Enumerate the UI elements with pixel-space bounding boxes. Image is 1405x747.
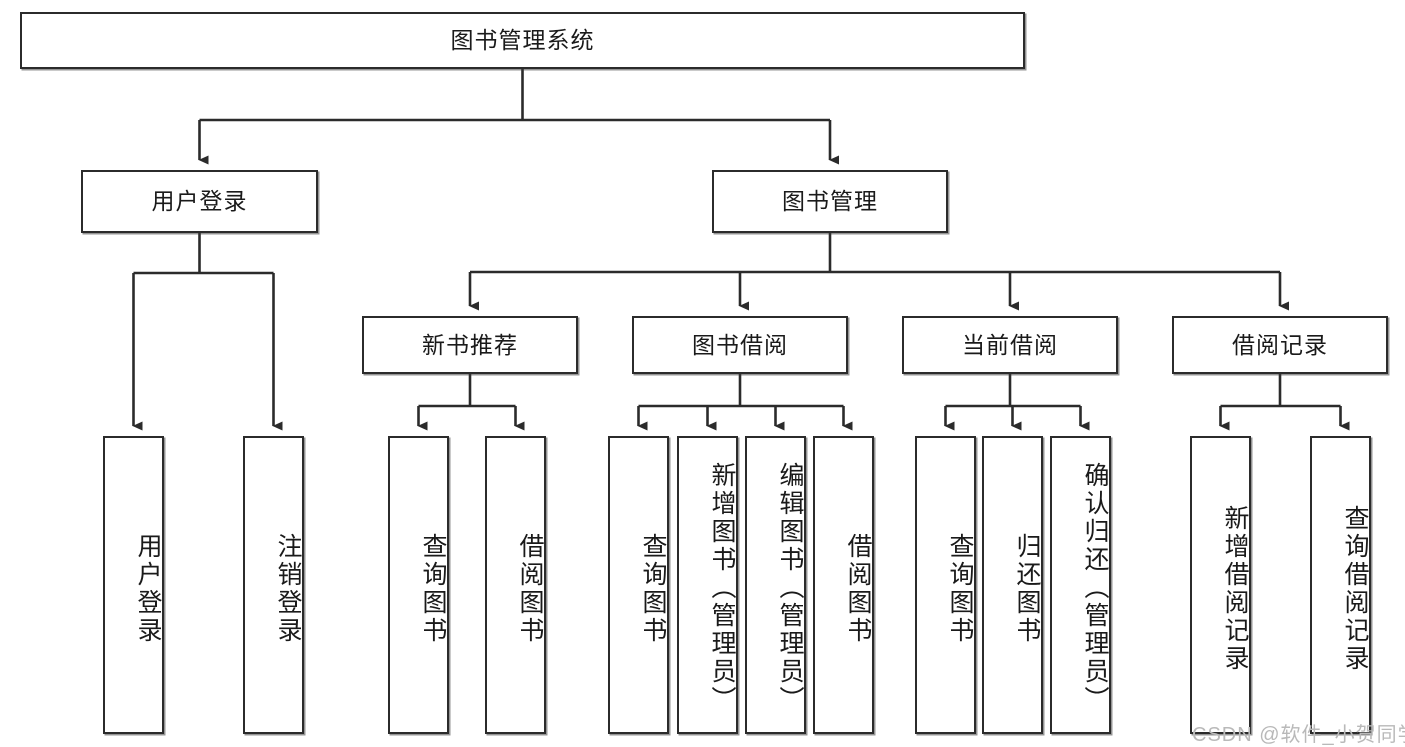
leaf-query-borrow-record[interactable]: 查询借阅记录 — [1310, 436, 1371, 734]
node-new-book-recommend[interactable]: 新书推荐 — [362, 316, 578, 374]
leaf-add-borrow-record[interactable]: 新增借阅记录 — [1190, 436, 1251, 734]
node-current-borrow[interactable]: 当前借阅 — [902, 316, 1118, 374]
watermark-text: CSDN @软件_小贺同学 — [1192, 724, 1405, 746]
leaf-borrow-book-recommend[interactable]: 借阅图书 — [485, 436, 546, 734]
node-root[interactable]: 图书管理系统 — [20, 12, 1025, 69]
node-user-login[interactable]: 用户登录 — [81, 170, 318, 233]
leaf-logout-label: 注销登录 — [274, 533, 302, 645]
node-book-borrow[interactable]: 图书借阅 — [632, 316, 848, 374]
leaf-add-borrow-record-label: 新增借阅记录 — [1221, 505, 1249, 673]
node-book-management[interactable]: 图书管理 — [712, 170, 948, 233]
node-current-borrow-label: 当前借阅 — [962, 331, 1058, 358]
node-borrow-record[interactable]: 借阅记录 — [1172, 316, 1388, 374]
leaf-add-book-admin-label: 新增图书（管理员） — [708, 462, 736, 714]
leaf-borrow-book-label: 借阅图书 — [844, 533, 872, 645]
node-root-label: 图书管理系统 — [450, 27, 595, 54]
watermark: CSDN @软件_小贺同学 — [1192, 718, 1405, 747]
leaf-edit-book-admin-label: 编辑图书（管理员） — [776, 462, 804, 714]
leaf-confirm-return-admin[interactable]: 确认归还（管理员） — [1050, 436, 1111, 734]
leaf-query-borrow-record-label: 查询借阅记录 — [1341, 505, 1369, 673]
leaf-query-book-borrow[interactable]: 查询图书 — [608, 436, 669, 734]
leaf-query-book-recommend-label: 查询图书 — [419, 533, 447, 645]
leaf-query-book-recommend[interactable]: 查询图书 — [388, 436, 449, 734]
leaf-borrow-book-recommend-label: 借阅图书 — [516, 533, 544, 645]
leaf-return-book-label: 归还图书 — [1013, 533, 1041, 645]
node-user-login-label: 用户登录 — [151, 188, 248, 215]
node-book-borrow-label: 图书借阅 — [692, 331, 788, 358]
leaf-user-login[interactable]: 用户登录 — [103, 436, 164, 734]
leaf-user-login-label: 用户登录 — [134, 533, 162, 645]
leaf-query-book-current-label: 查询图书 — [946, 533, 974, 645]
leaf-query-book-borrow-label: 查询图书 — [639, 533, 667, 645]
node-book-management-label: 图书管理 — [782, 188, 878, 215]
leaf-borrow-book[interactable]: 借阅图书 — [813, 436, 874, 734]
leaf-logout[interactable]: 注销登录 — [243, 436, 304, 734]
leaf-add-book-admin[interactable]: 新增图书（管理员） — [677, 436, 738, 734]
node-borrow-record-label: 借阅记录 — [1232, 331, 1328, 358]
leaf-confirm-return-admin-label: 确认归还（管理员） — [1081, 462, 1109, 714]
leaf-query-book-current[interactable]: 查询图书 — [915, 436, 976, 734]
leaf-return-book[interactable]: 归还图书 — [982, 436, 1043, 734]
leaf-edit-book-admin[interactable]: 编辑图书（管理员） — [745, 436, 806, 734]
node-new-book-recommend-label: 新书推荐 — [422, 331, 518, 358]
